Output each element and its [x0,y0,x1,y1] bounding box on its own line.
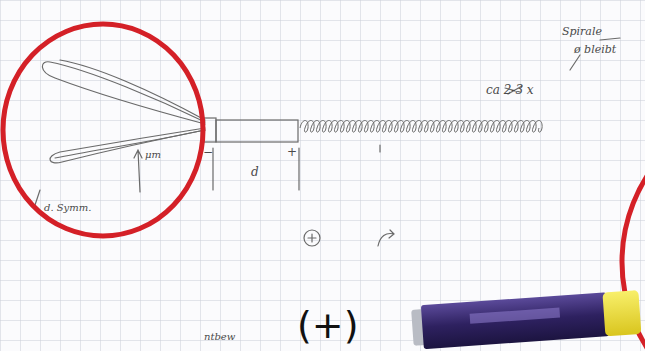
polarity-sign: − [203,146,213,158]
highlight-circle [3,24,203,236]
polarity-label: (+) [297,306,359,344]
pencil-sketch [35,38,620,246]
note-text: ø bleibt [574,44,616,55]
note-text: Spirale [562,26,602,37]
unit-label: μm [145,150,161,160]
dimension-label: d [251,166,259,178]
polarity-sign: + [287,146,297,158]
spiral-coil [300,121,542,133]
note-text: d. Symm. [44,203,91,213]
note-text: ca 2-3 x [486,84,534,96]
note-text: ntbew [204,332,235,342]
battery [411,290,642,350]
